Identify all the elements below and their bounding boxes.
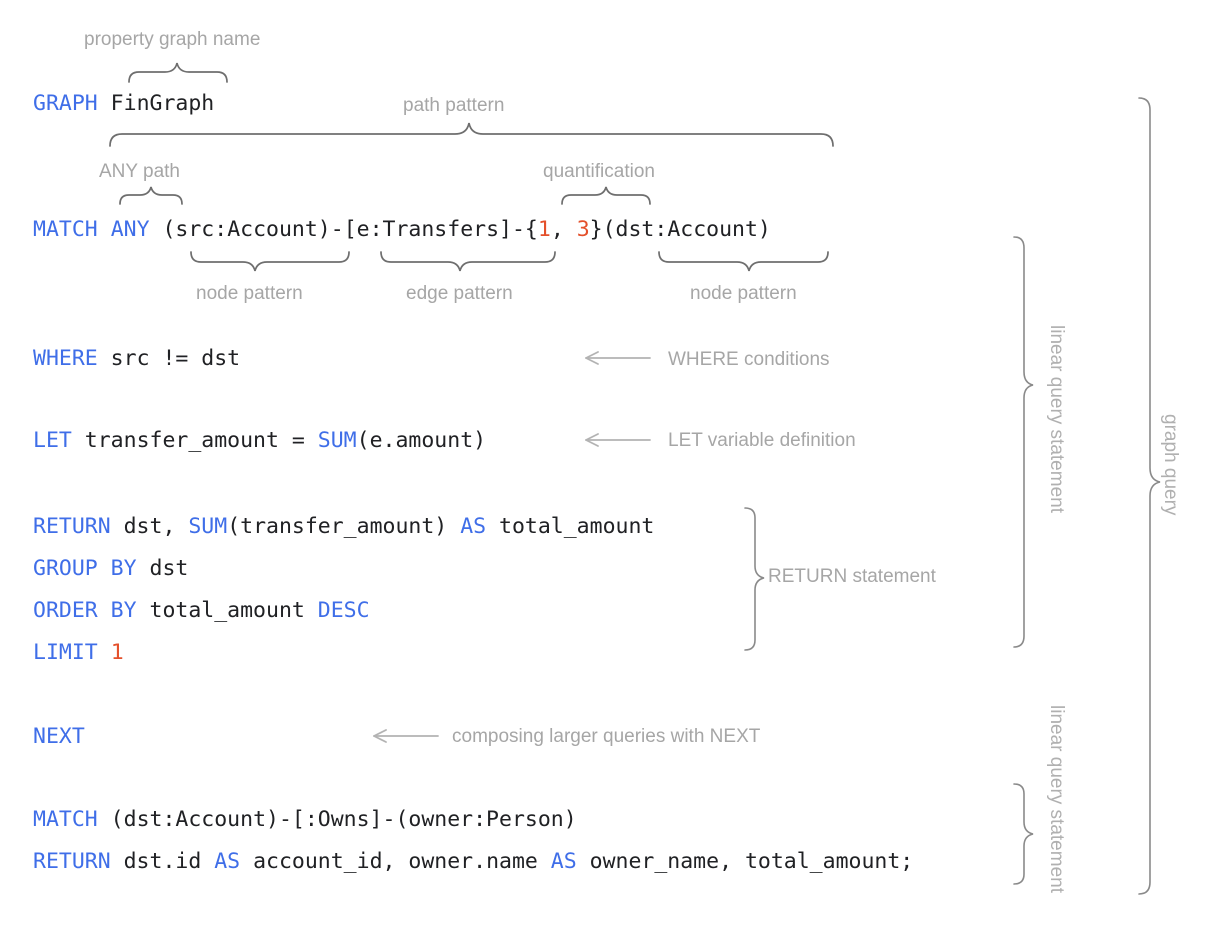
brace-any-path [119, 186, 183, 205]
token-keyword: RETURN [33, 849, 111, 874]
brace-node-pattern-left [190, 251, 350, 272]
token-keyword: ANY [110, 217, 150, 242]
token-keyword: GRAPH [33, 91, 98, 116]
token-plain: (dst:Account)-[:Owns]-(owner:Person) [97, 807, 577, 832]
brace-node-pattern-right [658, 251, 829, 272]
token-number: 3 [576, 217, 590, 242]
arrow-let-variable-definition [585, 433, 651, 447]
token-plain: src != dst [97, 346, 241, 371]
brace-graph-query [1138, 97, 1161, 895]
code-line-where: WHERE src != dst [33, 346, 240, 372]
label-path-pattern: path pattern [403, 95, 505, 116]
token-keyword: MATCH [33, 807, 98, 832]
code-line-match: MATCH ANY (src:Account)-[e:Transfers]-{1… [33, 217, 771, 243]
token-plain: dst [136, 556, 189, 581]
brace-quantification [561, 186, 651, 205]
token-keyword: LET [33, 428, 72, 453]
label-composing-with-next: composing larger queries with NEXT [452, 726, 761, 747]
token-plain: dst.id [110, 849, 215, 874]
token-keyword: WHERE [33, 346, 98, 371]
token-keyword: MATCH [33, 217, 98, 242]
label-where-conditions: WHERE conditions [668, 349, 830, 370]
token-keyword: SUM [317, 428, 357, 453]
brace-return-statement [744, 507, 765, 651]
brace-linear-query-statement-2 [1013, 783, 1034, 885]
code-line-orderby: ORDER BY total_amount DESC [33, 598, 370, 624]
token-plain: total_amount [486, 514, 655, 539]
token-keyword: AS [550, 849, 577, 874]
token-keyword: AS [214, 849, 241, 874]
token-number: 1 [110, 640, 124, 665]
token-keyword: ORDER BY [33, 598, 137, 623]
token-plain: , [550, 217, 577, 242]
label-let-variable-definition: LET variable definition [668, 430, 856, 451]
token-plain [98, 640, 111, 665]
arrow-where-conditions [585, 351, 651, 365]
token-plain: }(dst:Account) [589, 217, 771, 242]
token-plain: owner_name, total_amount; [576, 849, 914, 874]
token-keyword: DESC [317, 598, 370, 623]
token-keyword: RETURN [33, 514, 111, 539]
token-keyword: NEXT [33, 724, 85, 749]
token-plain [98, 217, 111, 242]
code-line-return: RETURN dst, SUM(transfer_amount) AS tota… [33, 514, 654, 540]
brace-linear-query-statement-1 [1013, 236, 1034, 648]
token-plain: total_amount [136, 598, 318, 623]
label-property-graph-name: property graph name [84, 29, 261, 50]
arrow-composing-with-next [373, 729, 439, 743]
label-return-statement: RETURN statement [768, 566, 936, 587]
label-linear-query-statement-2: linear query statement [1046, 705, 1067, 893]
token-keyword: LIMIT [33, 640, 98, 665]
label-node-pattern-right: node pattern [690, 283, 797, 304]
token-plain: transfer_amount = [71, 428, 318, 453]
token-keyword: GROUP BY [33, 556, 137, 581]
token-plain: (transfer_amount) [227, 514, 461, 539]
token-plain: account_id, owner.name [240, 849, 551, 874]
label-graph-query: graph query [1160, 414, 1181, 516]
code-line-match-2: MATCH (dst:Account)-[:Owns]-(owner:Perso… [33, 807, 577, 833]
token-plain: (src:Account)-[e:Transfers]-{ [149, 217, 538, 242]
token-plain: FinGraph [97, 91, 215, 116]
label-any-path: ANY path [99, 161, 180, 182]
code-line-groupby: GROUP BY dst [33, 556, 188, 582]
label-node-pattern-left: node pattern [196, 283, 303, 304]
token-number: 1 [537, 217, 551, 242]
brace-property-graph-name [128, 62, 228, 83]
brace-edge-pattern [380, 251, 556, 272]
token-keyword: SUM [188, 514, 228, 539]
code-line-next: NEXT [33, 724, 85, 750]
code-line-return-2: RETURN dst.id AS account_id, owner.name … [33, 849, 913, 875]
token-keyword: AS [460, 514, 487, 539]
token-plain: dst, [110, 514, 189, 539]
code-line-let: LET transfer_amount = SUM(e.amount) [33, 428, 486, 454]
label-quantification: quantification [543, 161, 655, 182]
label-edge-pattern: edge pattern [406, 283, 513, 304]
code-line-graph: GRAPH FinGraph [33, 91, 214, 117]
brace-path-pattern [109, 122, 834, 147]
code-line-limit: LIMIT 1 [33, 640, 124, 666]
label-linear-query-statement-1: linear query statement [1046, 325, 1067, 513]
token-plain: (e.amount) [356, 428, 487, 453]
